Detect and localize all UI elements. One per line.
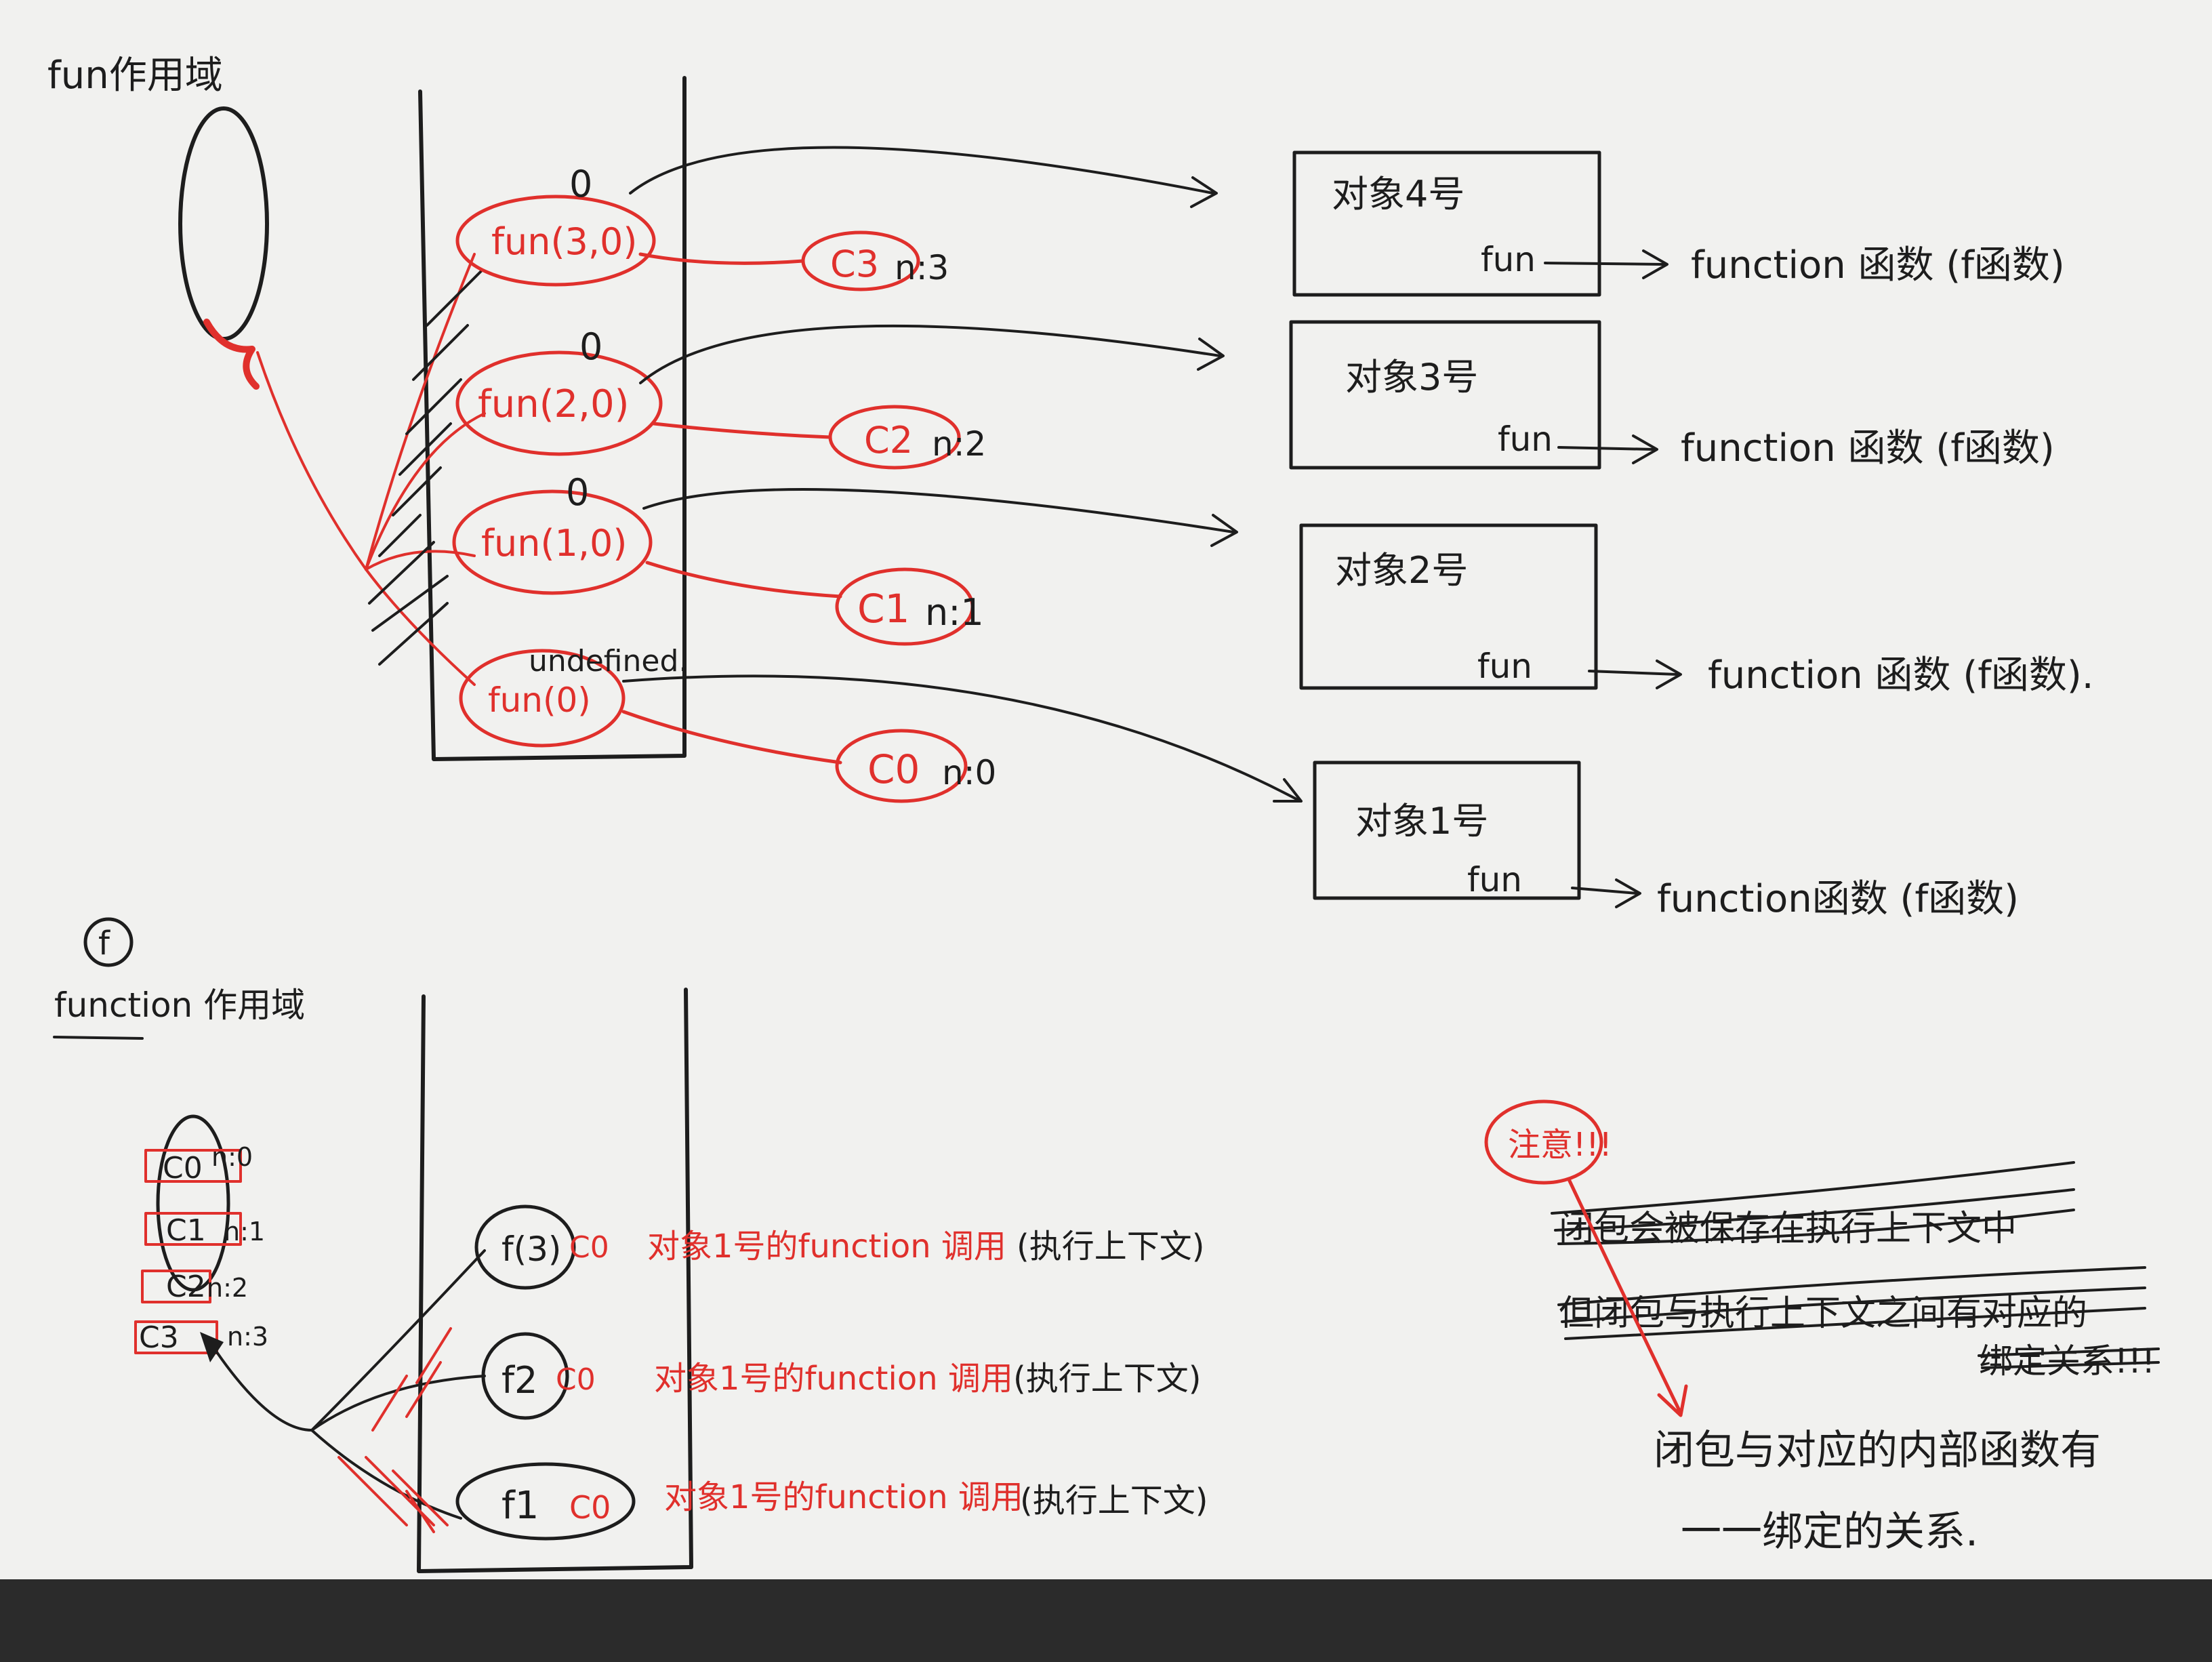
object-1-label: 对象1号 [1355, 800, 1488, 843]
closure-c1-link [645, 561, 842, 599]
frame-f2 [481, 1332, 569, 1420]
closure-c3-n: n:3 [895, 248, 949, 287]
attention-note: 注意!!! 闭包会被保存在执行上下文中 但闭包与执行上下文之间有对应的 绑定关系… [1484, 1099, 2160, 1556]
frame-fun-3-0 [455, 195, 656, 287]
svg-text:C0: C0 [867, 746, 920, 792]
fun-scope-label: fun作用域 [47, 54, 223, 98]
scope-links [256, 253, 486, 686]
object-4 [1292, 150, 1601, 297]
frame-fun-2-0-label: fun(2,0) [478, 382, 629, 426]
frame-fun-1-0-return: 0 [566, 471, 589, 514]
frame-f3-desc: 对象1号的function 调用 [647, 1228, 1006, 1265]
object-2 [1299, 523, 1598, 690]
frame-fun-3-0-label: fun(3,0) [491, 220, 637, 263]
stack-frames: fun(3,0) 0 fun(2,0) 0 fun(1,0) 0 fun(0) … [452, 163, 688, 748]
object-1-prop: fun [1467, 860, 1522, 899]
svg-text:n:1: n:1 [224, 1217, 265, 1246]
frame-f1-note: (执行上下文) [1020, 1482, 1208, 1520]
object-4-label: 对象4号 [1332, 173, 1465, 216]
frame-f2-ctx: C0 [556, 1362, 596, 1397]
struck-line-2: 但闭包与执行上下文之间有对应的 [1559, 1293, 2087, 1334]
object-3 [1289, 320, 1601, 470]
frame-f1-label: f1 [501, 1484, 539, 1528]
closure-c0-n: n:0 [942, 753, 996, 792]
object-1-target: function函数 (f函数) [1657, 877, 2019, 921]
corrected-line-1: 闭包与对应的内部函数有 [1654, 1427, 2101, 1474]
bottom-closure-list: C0 n:0 C1 n:1 C2 n:2 C3 n:3 [134, 1142, 268, 1362]
attention-badge-text: 注意!!! [1508, 1126, 1612, 1164]
function-scope-label: function 作用域 [54, 986, 305, 1025]
top-call-stack [418, 76, 687, 761]
object-2-target: function 函数 (f函数). [1708, 653, 2094, 697]
scope-anchor-scribble [203, 319, 260, 390]
closure-c2-n: n:2 [932, 424, 986, 464]
frame-fun-0 [459, 649, 626, 748]
svg-text:C1: C1 [166, 1213, 206, 1248]
closure-c2-link [652, 422, 832, 439]
object-3-label: 对象3号 [1345, 356, 1478, 399]
paper-sheet [0, 0, 2212, 1579]
svg-text:n:3: n:3 [227, 1322, 268, 1352]
struck-line-3: 绑定关系!!! [1979, 1341, 2155, 1381]
object-2-label: 对象2号 [1335, 549, 1468, 592]
function-scope-ellipse [156, 1114, 230, 1292]
objects: 对象4号 fun function 函数 (f函数) 对象3号 fun func… [1289, 150, 2094, 921]
corrected-line-2: 一一绑定的关系. [1681, 1508, 1978, 1556]
top-scope: fun作用域 [47, 54, 269, 390]
svg-text:C2: C2 [166, 1270, 206, 1304]
note-arrow [1567, 1177, 1688, 1417]
frame-fun-3-0-return: 0 [569, 163, 592, 205]
svg-text:C3: C3 [830, 243, 879, 285]
object-3-prop: fun [1498, 420, 1553, 459]
svg-text:C2: C2 [864, 419, 913, 462]
svg-text:C1: C1 [857, 586, 909, 632]
svg-text:C0: C0 [163, 1151, 203, 1185]
frame-f3-ctx: C0 [569, 1230, 609, 1265]
bottom-call-stack [417, 988, 693, 1573]
svg-text:n:0: n:0 [211, 1142, 253, 1172]
frame-f2-desc: 对象1号的function 调用 [654, 1360, 1013, 1398]
frame-f2-label: f2 [501, 1359, 537, 1402]
frame-f1 [455, 1462, 636, 1541]
svg-text:n:2: n:2 [207, 1273, 248, 1303]
frame-fun-2-0-return: 0 [579, 325, 602, 368]
closure-c1-n: n:1 [925, 591, 984, 634]
f-circle [83, 917, 134, 967]
object-4-prop: fun [1481, 240, 1536, 279]
object-1 [1313, 761, 1581, 900]
frame-fun-1-0 [452, 489, 653, 595]
closure-c1 [835, 567, 975, 646]
frame-fun-1-0-label: fun(1,0) [481, 522, 627, 565]
frame-fun-2-0 [455, 350, 663, 456]
bottom-links [216, 1249, 486, 1533]
closures: C3 n:3 C2 n:2 C1 n:1 C0 n:0 [621, 230, 996, 803]
frame-f3-note: (执行上下文) [1017, 1228, 1204, 1265]
closure-c0 [835, 729, 968, 803]
attention-badge [1484, 1099, 1603, 1185]
f-circle-label: f [98, 925, 110, 962]
frame-f2-note: (执行上下文) [1013, 1360, 1201, 1398]
object-2-prop: fun [1477, 647, 1532, 686]
frame-fun-0-label: fun(0) [488, 681, 591, 720]
bottom-scope: f function 作用域 [53, 917, 305, 1292]
closure-c0-link [621, 710, 842, 765]
frame-f3-label: f(3) [501, 1230, 561, 1269]
object-3-target: function 函数 (f函数) [1681, 426, 2055, 470]
frame-f1-ctx: C0 [569, 1489, 611, 1526]
object-arrows [622, 146, 1303, 803]
frame-f3 [474, 1204, 576, 1290]
closure-c3-link [638, 252, 805, 265]
frame-fun-0-return: undefined. [529, 644, 688, 678]
object-4-target: function 函数 (f函数) [1691, 243, 2065, 287]
bottom-frames: f(3) C0 对象1号的function 调用 (执行上下文) f2 C0 对… [455, 1204, 1208, 1541]
frame-f1-desc: 对象1号的function 调用 [664, 1478, 1023, 1516]
svg-text:C3: C3 [139, 1320, 179, 1355]
table-surface [0, 1579, 2212, 1659]
